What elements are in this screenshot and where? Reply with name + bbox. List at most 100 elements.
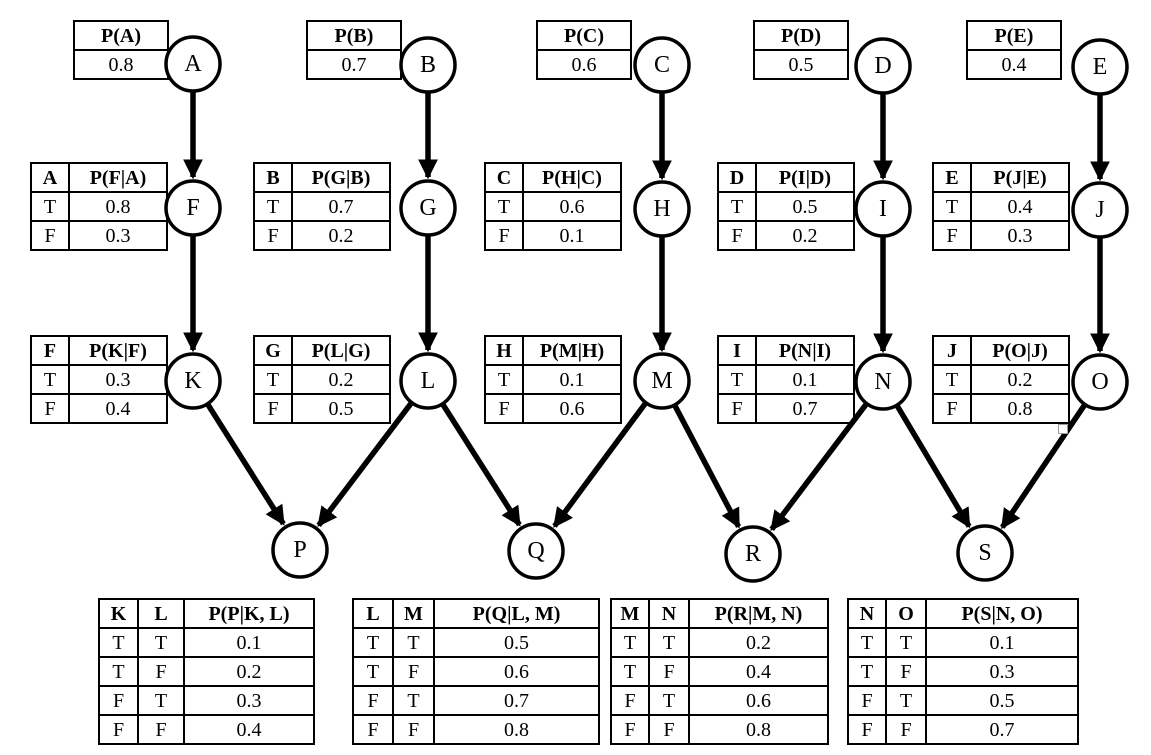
value-cell: T: [648, 627, 690, 658]
value-cell: T: [352, 656, 394, 687]
table-row: 0.4: [966, 49, 1062, 80]
value-cell: F: [98, 685, 139, 716]
node-M: M: [633, 352, 691, 410]
value-cell: 0.7: [291, 191, 391, 222]
node-H: H: [633, 180, 691, 238]
node-I-label: I: [879, 196, 887, 222]
value-cell: T: [253, 364, 293, 395]
value-cell: 0.7: [925, 714, 1079, 745]
header-cell: M: [392, 598, 435, 629]
node-C: C: [633, 36, 691, 94]
node-H-circle: [633, 180, 691, 238]
header-cell: A: [30, 162, 70, 193]
node-P: P: [271, 521, 329, 579]
value-cell: F: [484, 393, 524, 424]
node-M-label: M: [651, 368, 672, 394]
header-cell: L: [352, 598, 394, 629]
header-cell: O: [885, 598, 927, 629]
value-cell: T: [610, 656, 650, 687]
node-N-label: N: [874, 369, 891, 395]
node-E-label: E: [1093, 54, 1108, 80]
node-B-label: B: [420, 52, 436, 78]
node-R: R: [724, 525, 782, 583]
header-cell: N: [648, 598, 690, 629]
table-row: 0.6: [536, 49, 632, 80]
header-cell: P(Q|L, M): [433, 598, 600, 629]
header-cell: L: [137, 598, 185, 629]
value-cell: 0.3: [68, 220, 168, 251]
header-cell: C: [484, 162, 524, 193]
node-S-circle: [956, 524, 1014, 582]
value-cell: F: [932, 220, 972, 251]
header-cell: I: [717, 335, 757, 366]
value-cell: 0.4: [183, 714, 315, 745]
value-cell: T: [98, 656, 139, 687]
value-cell: T: [717, 191, 757, 222]
node-B: B: [399, 36, 457, 94]
header-cell: P(A): [73, 20, 169, 51]
node-A-circle: [164, 35, 222, 93]
header-cell: P(L|G): [291, 335, 391, 366]
header-cell: E: [932, 162, 972, 193]
node-P-circle: [271, 521, 329, 579]
value-cell: T: [392, 685, 435, 716]
table-prior-D: P(D)0.5: [753, 20, 849, 80]
value-cell: 0.4: [966, 49, 1062, 80]
node-J-label: J: [1095, 197, 1104, 223]
header-cell: F: [30, 335, 70, 366]
value-cell: T: [484, 364, 524, 395]
header-cell: G: [253, 335, 293, 366]
table-prior-B: P(B)0.7: [306, 20, 402, 80]
value-cell: 0.1: [925, 627, 1079, 658]
node-H-label: H: [653, 196, 670, 222]
value-cell: T: [98, 627, 139, 658]
header-cell: J: [932, 335, 972, 366]
header-cell: P(P|K, L): [183, 598, 315, 629]
value-cell: F: [885, 714, 927, 745]
header-cell: P(H|C): [522, 162, 622, 193]
edge-O-S: [1000, 403, 1087, 530]
node-A-label: A: [184, 51, 202, 77]
value-cell: F: [847, 685, 887, 716]
node-O: O: [1071, 353, 1129, 411]
node-G: G: [399, 179, 457, 237]
value-cell: T: [932, 191, 972, 222]
node-F-label: F: [186, 195, 199, 221]
value-cell: F: [717, 220, 757, 251]
value-cell: 0.2: [970, 364, 1070, 395]
value-cell: F: [648, 714, 690, 745]
value-cell: 0.2: [688, 627, 829, 658]
value-cell: F: [885, 656, 927, 687]
value-cell: 0.1: [522, 364, 622, 395]
value-cell: 0.3: [970, 220, 1070, 251]
node-I: I: [854, 180, 912, 238]
value-cell: T: [30, 191, 70, 222]
table-prior-E: P(E)0.4: [966, 20, 1062, 80]
header-cell: P(G|B): [291, 162, 391, 193]
edge-N-S: [894, 404, 972, 529]
node-O-circle: [1071, 353, 1129, 411]
